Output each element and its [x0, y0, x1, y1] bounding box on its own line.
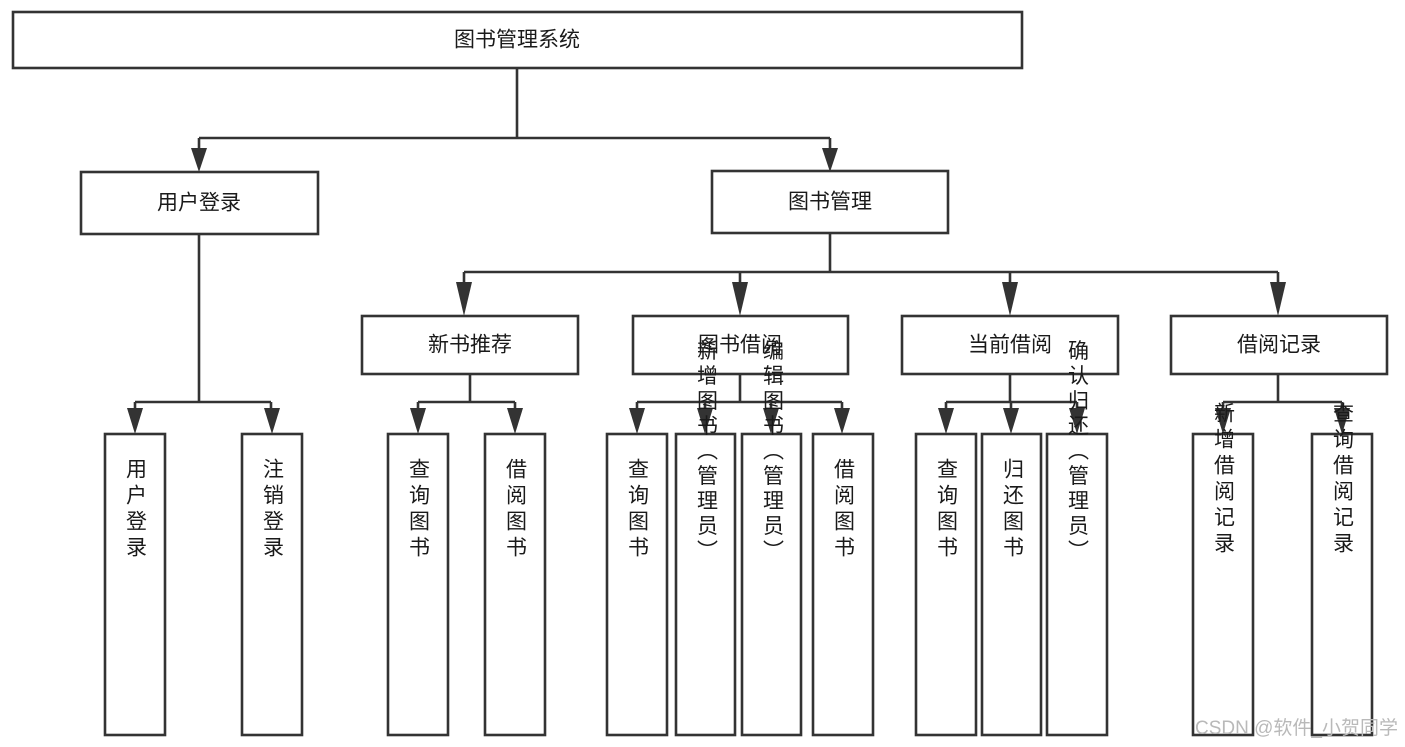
- leaf-logout-login[interactable]: 注销登录: [240, 432, 304, 737]
- arrowhead-leaf-borrow-book-2: [834, 408, 850, 434]
- leaf-query-book-1-label: 查询图书: [407, 458, 431, 562]
- leaf-query-book-1-box[interactable]: [386, 432, 450, 737]
- leaf-borrow-book-1[interactable]: 借阅图书: [483, 432, 547, 737]
- arrowhead-leaf-edit-book-admin: [763, 408, 779, 434]
- leaf-query-borrow-record-box[interactable]: [1310, 432, 1374, 737]
- leaf-edit-book-admin[interactable]: 编辑图书（管理员）: [740, 340, 803, 737]
- node-root-label: 图书管理系统: [454, 29, 580, 52]
- node-new-book-recommend[interactable]: 新书推荐: [360, 314, 580, 376]
- arrowhead-leaf-confirm-return-admin: [1069, 408, 1085, 434]
- arrowhead-leaf-borrow-book-1: [507, 408, 523, 434]
- leaf-add-book-admin-box[interactable]: [674, 432, 737, 737]
- leaf-user-login-box[interactable]: [103, 432, 167, 737]
- leaf-return-book-box[interactable]: [980, 432, 1043, 737]
- leaf-add-book-admin[interactable]: 新增图书（管理员）: [674, 340, 737, 737]
- node-current-borrow-box[interactable]: [900, 314, 1120, 376]
- arrowhead-leaf-add-borrow-record: [1215, 408, 1231, 434]
- arrowhead-user-login: [191, 148, 207, 172]
- node-borrow-record-label: 借阅记录: [1237, 334, 1321, 357]
- leaf-edit-book-admin-box[interactable]: [740, 432, 803, 737]
- arrowhead-current-borrow: [1002, 282, 1018, 316]
- node-current-borrow-label: 当前借阅: [968, 334, 1052, 357]
- leaf-query-book-2-box[interactable]: [605, 432, 669, 737]
- node-user-login-label: 用户登录: [157, 192, 241, 215]
- leaf-query-book-2[interactable]: 查询图书: [605, 432, 669, 737]
- leaf-borrow-book-1-box[interactable]: [483, 432, 547, 737]
- leaf-add-book-admin-label: 新增图书（管理员）: [695, 340, 719, 565]
- leaf-add-borrow-record[interactable]: 新增借阅记录: [1191, 402, 1255, 737]
- arrowhead-book-management: [822, 148, 838, 172]
- node-borrow-record[interactable]: 借阅记录: [1169, 314, 1389, 376]
- node-user-login-box[interactable]: [79, 170, 320, 236]
- leaf-query-book-3[interactable]: 查询图书: [914, 432, 978, 737]
- leaf-edit-book-admin-label: 编辑图书（管理员）: [761, 340, 785, 565]
- leaf-confirm-return-admin-box[interactable]: [1045, 432, 1109, 737]
- leaf-borrow-book-2[interactable]: 借阅图书: [811, 432, 875, 737]
- connector-layer: [127, 68, 1350, 434]
- leaf-query-book-3-box[interactable]: [914, 432, 978, 737]
- node-book-borrow-box[interactable]: [631, 314, 850, 376]
- leaf-add-borrow-record-box[interactable]: [1191, 432, 1255, 737]
- leaf-logout-login-label: 注销登录: [261, 458, 285, 562]
- leaf-query-book-2-label: 查询图书: [626, 458, 650, 562]
- leaf-add-borrow-record-label: 新增借阅记录: [1212, 402, 1236, 558]
- node-book-borrow[interactable]: 图书借阅: [631, 314, 850, 376]
- leaf-confirm-return-admin[interactable]: 确认归还（管理员）: [1045, 340, 1109, 737]
- leaf-borrow-book-1-label: 借阅图书: [504, 458, 528, 562]
- leaf-user-login[interactable]: 用户登录: [103, 432, 167, 737]
- leaf-query-book-1[interactable]: 查询图书: [386, 432, 450, 737]
- node-root[interactable]: 图书管理系统: [11, 10, 1024, 70]
- node-user-login[interactable]: 用户登录: [79, 170, 320, 236]
- arrowhead-leaf-user-login: [127, 408, 143, 434]
- leaf-user-login-label: 用户登录: [124, 458, 148, 562]
- arrowhead-leaf-query-book-2: [629, 408, 645, 434]
- leaf-borrow-book-2-label: 借阅图书: [832, 458, 856, 562]
- node-book-management-box[interactable]: [710, 169, 950, 235]
- node-new-book-recommend-label: 新书推荐: [428, 334, 512, 357]
- arrowhead-leaf-query-book-3: [938, 408, 954, 434]
- leaf-return-book-label: 归还图书: [1001, 458, 1025, 562]
- leaf-query-book-3-label: 查询图书: [935, 458, 959, 562]
- leaf-return-book[interactable]: 归还图书: [980, 432, 1043, 737]
- arrowhead-new-book-recommend: [456, 282, 472, 316]
- arrowhead-borrow-record: [1270, 282, 1286, 316]
- arrowhead-leaf-add-book-admin: [697, 408, 713, 434]
- node-current-borrow[interactable]: 当前借阅: [900, 314, 1120, 376]
- node-book-borrow-label: 图书借阅: [698, 334, 782, 357]
- node-book-management[interactable]: 图书管理: [710, 169, 950, 235]
- arrowhead-leaf-query-book-1: [410, 408, 426, 434]
- arrowhead-leaf-query-borrow-record: [1334, 408, 1350, 434]
- leaf-confirm-return-admin-label: 确认归还（管理员）: [1066, 340, 1090, 565]
- leaf-query-borrow-record[interactable]: 查询借阅记录: [1310, 402, 1374, 737]
- csdn-watermark: CSDN @软件_小贺同学: [1195, 717, 1398, 739]
- leaf-query-borrow-record-label: 查询借阅记录: [1331, 402, 1355, 558]
- arrowhead-leaf-logout-login: [264, 408, 280, 434]
- node-borrow-record-box[interactable]: [1169, 314, 1389, 376]
- node-root-box[interactable]: [11, 10, 1024, 70]
- leaf-logout-login-box[interactable]: [240, 432, 304, 737]
- arrowhead-leaf-return-book: [1003, 408, 1019, 434]
- leaf-borrow-book-2-box[interactable]: [811, 432, 875, 737]
- node-book-management-label: 图书管理: [788, 191, 872, 214]
- arrowhead-book-borrow: [732, 282, 748, 316]
- node-new-book-recommend-box[interactable]: [360, 314, 580, 376]
